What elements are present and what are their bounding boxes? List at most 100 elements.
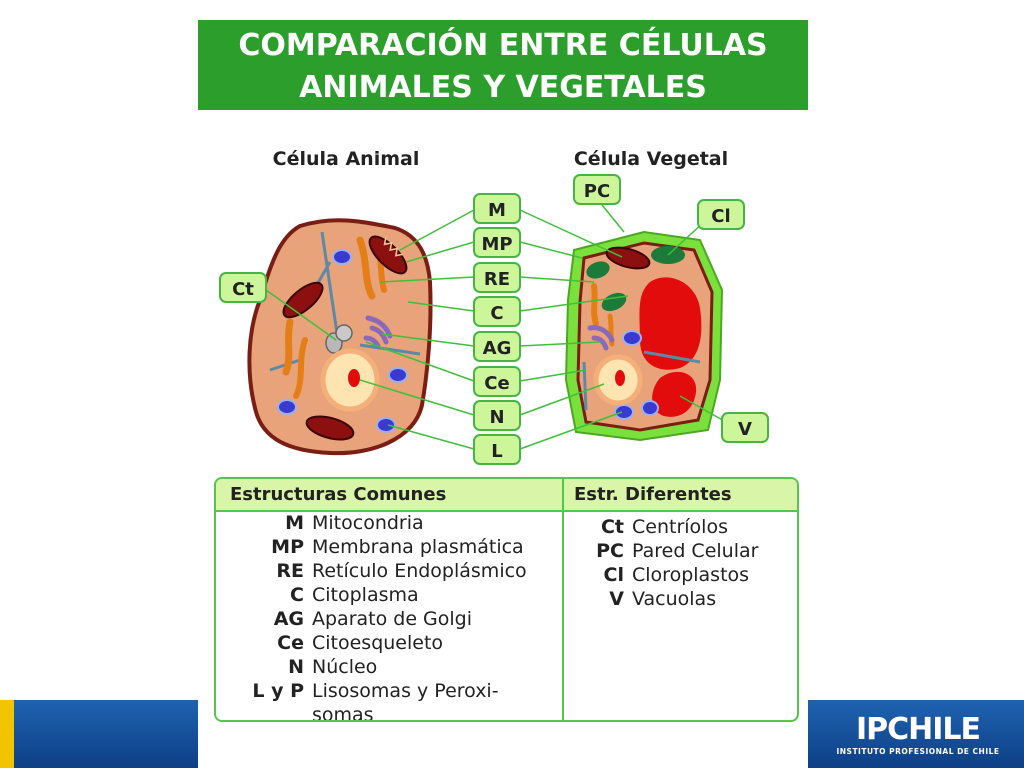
common-structures-header: Estructuras Comunes (230, 484, 447, 505)
plant-cell-heading: Célula Vegetal (574, 148, 728, 170)
plant-lysosome-3 (641, 400, 659, 416)
animal-lysosome-3 (277, 399, 297, 415)
label-box-v (721, 412, 769, 443)
label-re: RE (484, 269, 510, 290)
different-code: Ct (600, 516, 624, 538)
common-code: C (290, 584, 304, 606)
common-row: Ce Citoesqueleto (230, 631, 443, 655)
common-name: Lisosomas y Peroxi- (312, 680, 499, 702)
common-code: M (285, 512, 304, 534)
different-name: Cloroplastos (632, 564, 750, 586)
animal-centriole-2 (335, 324, 353, 342)
label-box-c (473, 296, 521, 327)
common-name: Núcleo (312, 656, 378, 678)
label-box-ag (473, 331, 521, 362)
plant-mitochondrion (605, 246, 651, 270)
common-name: Citoplasma (312, 584, 419, 606)
different-row: PC Pared Celular (576, 539, 758, 563)
legend-table: Estructuras Comunes Estr. Diferentes M Mi… (214, 477, 799, 722)
label-c: C (490, 303, 503, 324)
common-name: somas (312, 704, 374, 722)
mito-crista-1 (383, 237, 403, 257)
plant-chloroplast-2 (586, 261, 610, 279)
animal-mitochondrion-3 (305, 415, 355, 441)
plant-lysosome-2 (614, 404, 634, 420)
label-v: V (738, 419, 752, 440)
plant-golgi (587, 325, 615, 351)
different-code: Cl (603, 564, 624, 586)
center-labels: M MP RE C AG Ce N L (473, 193, 521, 465)
plant-lysosome-1 (622, 330, 642, 346)
label-box-pc (573, 174, 621, 205)
animal-cell (247, 218, 433, 456)
animal-lysosome-4 (376, 417, 396, 433)
common-row: AG Aparato de Golgi (230, 607, 472, 631)
label-box-n (473, 400, 521, 431)
cell-comparison-diagram: Célula Animal Célula Vegetal (219, 148, 769, 465)
label-ct: Ct (232, 279, 254, 300)
common-code: N (288, 656, 304, 678)
title-banner: COMPARACIÓN ENTRE CÉLULAS ANIMALES Y VEG… (198, 20, 808, 110)
label-mp: MP (481, 234, 512, 255)
common-code: Ce (277, 632, 304, 654)
animal-er-1 (356, 236, 376, 300)
label-m: M (488, 200, 506, 221)
different-row: V Vacuolas (576, 587, 716, 611)
common-name: Mitocondria (312, 512, 424, 534)
common-code: AG (273, 608, 304, 630)
label-box-mp (473, 227, 521, 258)
title-line-1: COMPARACIÓN ENTRE CÉLULAS (238, 28, 768, 63)
label-box-ct (219, 272, 267, 303)
common-name: Citoesqueleto (312, 632, 444, 654)
plant-er-1 (591, 283, 599, 327)
animal-lysosome-2 (388, 367, 408, 383)
plant-cell (564, 230, 724, 442)
label-cl: Cl (711, 206, 730, 227)
yellow-stripe (0, 700, 14, 768)
label-box-l (473, 434, 521, 465)
ipchile-logo: IPCHILE INSTITUTO PROFESIONAL DE CHILE (812, 700, 1024, 768)
animal-er-4 (293, 337, 308, 399)
label-box-ce (473, 366, 521, 397)
different-structures-header: Estr. Diferentes (574, 484, 732, 505)
animal-nucleolus (348, 369, 360, 387)
common-row: somas (230, 703, 374, 722)
legend-header-row: Estructuras Comunes Estr. Diferentes (216, 479, 797, 512)
label-n: N (489, 407, 504, 428)
animal-mitochondrion-1 (368, 235, 408, 275)
plant-vacuole-2 (652, 371, 697, 417)
common-code: MP (271, 536, 304, 558)
animal-lysosome-1 (332, 249, 352, 265)
different-name: Pared Celular (632, 540, 759, 562)
common-row: N Núcleo (230, 655, 377, 679)
different-row: Ct Centríolos (576, 515, 728, 539)
different-code: PC (596, 540, 624, 562)
common-name: Retículo Endoplásmico (312, 560, 527, 582)
column-divider (562, 479, 564, 720)
plant-nucleolus (615, 370, 625, 386)
label-ag: AG (483, 338, 512, 359)
common-name: Membrana plasmática (312, 536, 524, 558)
label-pc: PC (584, 181, 610, 202)
label-box-cl (697, 199, 745, 230)
animal-cell-heading: Célula Animal (273, 148, 420, 170)
different-row: Cl Cloroplastos (576, 563, 750, 587)
common-row: M Mitocondria (230, 511, 424, 535)
label-box-re (473, 262, 521, 293)
different-code: V (609, 588, 624, 610)
brand-name: IPCHILE (855, 712, 981, 747)
different-name: Centríolos (632, 516, 728, 538)
brand-subtitle: INSTITUTO PROFESIONAL DE CHILE (836, 747, 1000, 756)
leader-lines (265, 199, 727, 450)
animal-er-3 (282, 318, 294, 376)
common-name: Aparato de Golgi (312, 608, 473, 630)
common-row: MP Membrana plasmática (230, 535, 524, 559)
animal-golgi (363, 315, 393, 349)
label-ce: Ce (484, 373, 509, 394)
label-box-m (473, 193, 521, 224)
label-l: L (491, 441, 502, 462)
plant-vacuole-1 (639, 277, 702, 370)
different-name: Vacuolas (632, 588, 717, 610)
